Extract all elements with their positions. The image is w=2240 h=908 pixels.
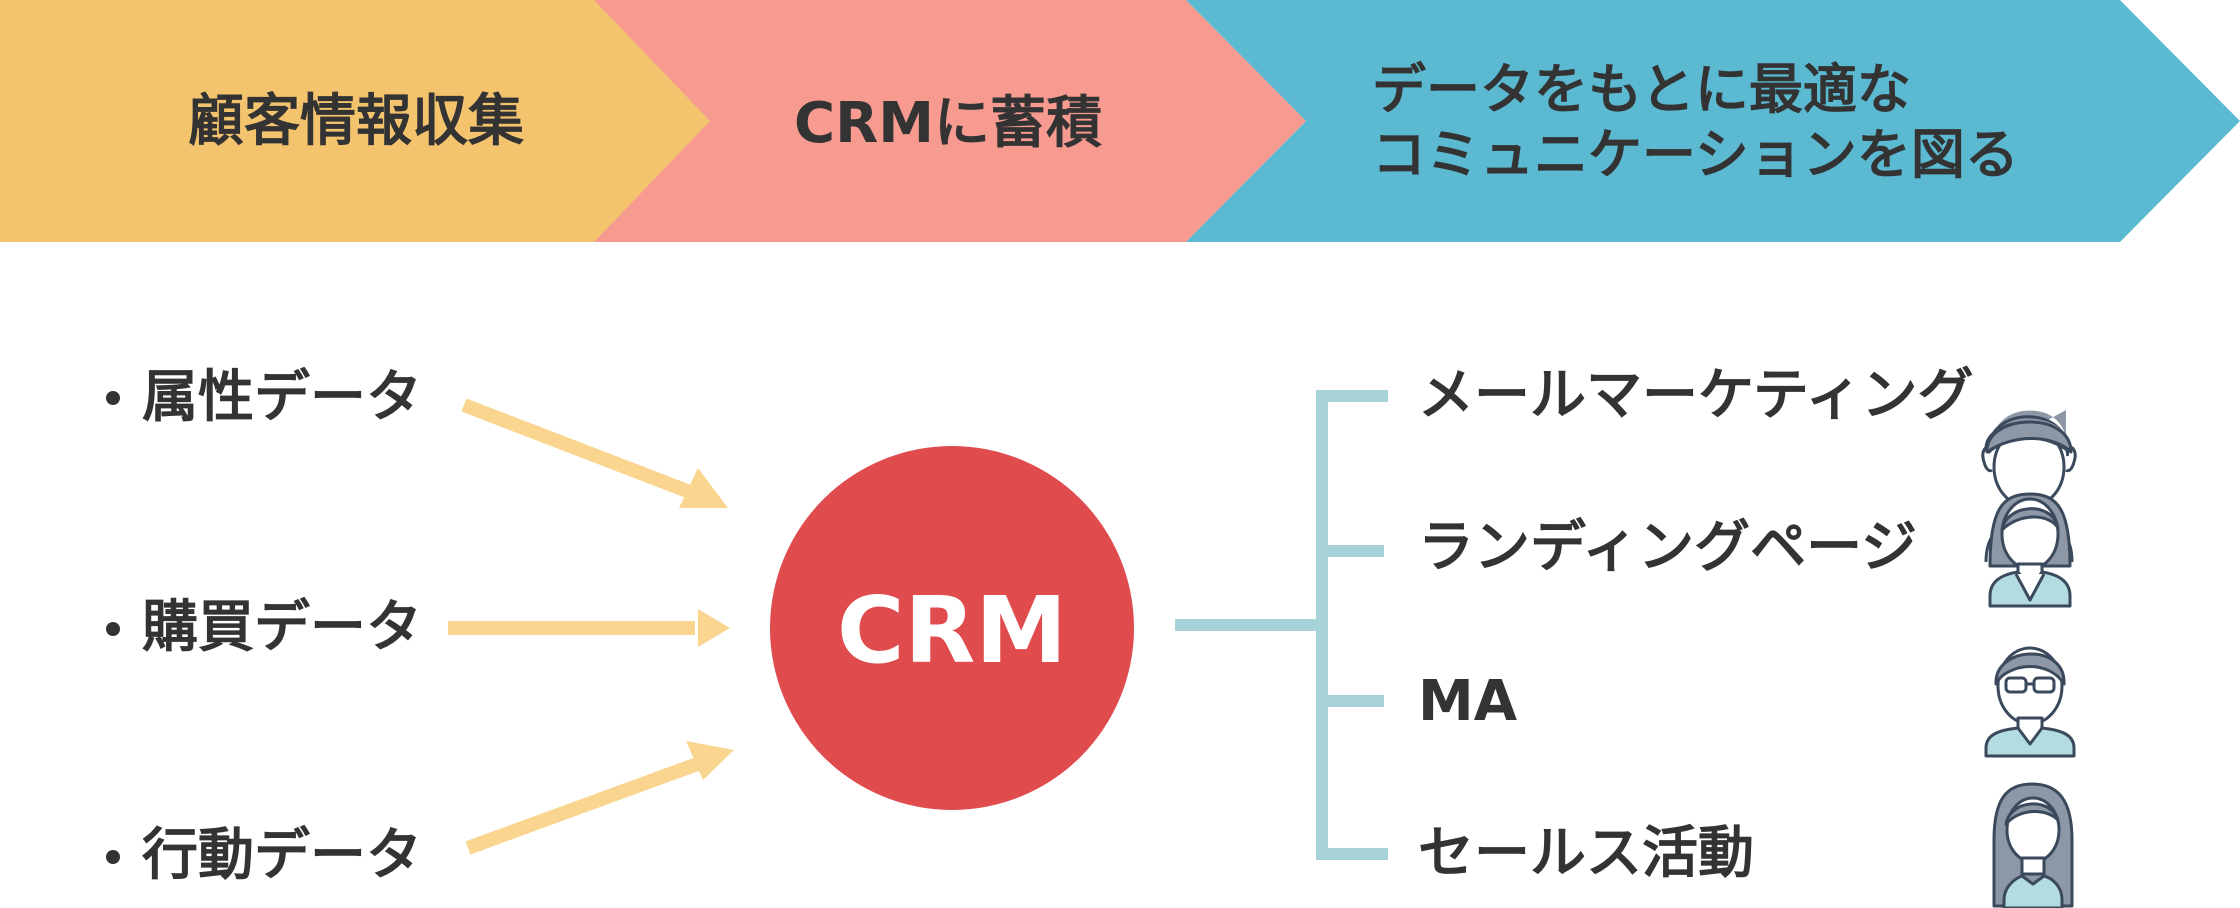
bullet-1 <box>106 391 120 405</box>
bullet-2 <box>106 622 120 636</box>
output-connector <box>1175 390 1388 860</box>
step-3-label-line2: コミュニケーションを図る <box>1372 122 2019 186</box>
businesswoman-icon <box>1988 492 2072 608</box>
output-label-sales: セールス活動 <box>1418 821 1754 886</box>
input-arrow-2 <box>448 609 730 647</box>
bullet-3 <box>106 850 120 864</box>
output-label-landing-page: ランディングページ <box>1418 515 1917 580</box>
step-3-label: データをもとに最適な コミュニケーションを図る <box>1372 58 2019 188</box>
input-label-purchase: 購買データ <box>142 595 422 660</box>
step-3-label-line1: データをもとに最適な <box>1372 58 1911 121</box>
input-arrow-1 <box>461 398 728 508</box>
crm-circle <box>770 446 1134 810</box>
woman-long-hair-icon <box>1992 782 2074 908</box>
output-label-email-marketing: メールマーケティング <box>1418 363 1974 428</box>
output-label-ma: MA <box>1418 669 1518 734</box>
man-with-glasses-icon <box>1984 646 2076 758</box>
input-label-attributes: 属性データ <box>142 365 422 430</box>
crm-label: CRM <box>837 577 1067 684</box>
step-1-label: 顧客情報収集 <box>188 89 524 154</box>
step-3-arrow <box>1186 0 2240 242</box>
input-arrow-3 <box>465 741 734 855</box>
step-2-arrow <box>594 0 1306 242</box>
input-label-behavior: 行動データ <box>142 823 422 888</box>
step-1-arrow <box>0 0 712 242</box>
step-2-label: CRMに蓄積 <box>794 91 1102 156</box>
